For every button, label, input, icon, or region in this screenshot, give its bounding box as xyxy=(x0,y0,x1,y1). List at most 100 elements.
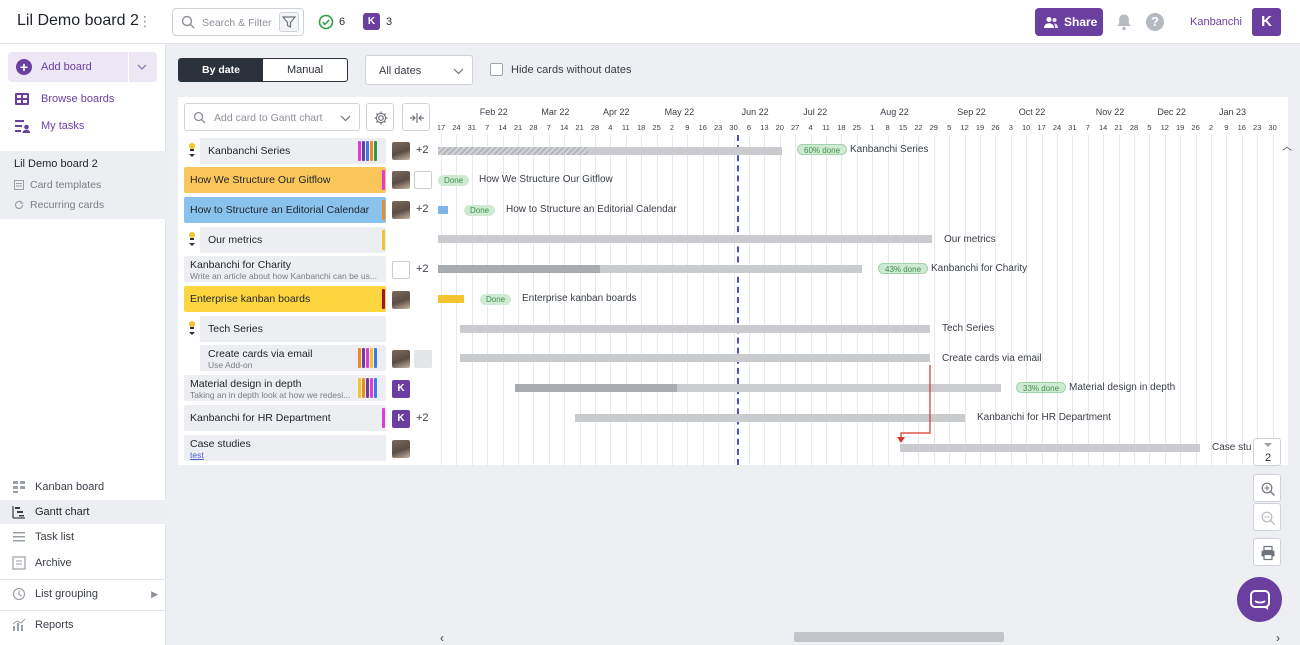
card-our-metrics[interactable]: Our metrics xyxy=(184,227,386,253)
month-label: Nov 22 xyxy=(1095,107,1125,117)
day-label: 4 xyxy=(608,123,613,132)
bar-kanbanchi-charity[interactable] xyxy=(600,265,862,273)
search-filter-input[interactable]: Search & Filter xyxy=(172,8,304,36)
browse-boards-link[interactable]: Browse boards xyxy=(14,90,114,108)
add-card-input[interactable]: Add card to Gantt chart xyxy=(184,103,360,131)
account-menu[interactable]: Kanbanchi K xyxy=(1180,8,1285,36)
print-button[interactable] xyxy=(1253,538,1281,566)
nav-list-grouping[interactable]: List grouping ▶ xyxy=(0,582,166,606)
bar-hr-department[interactable] xyxy=(575,414,965,422)
avatar[interactable] xyxy=(414,171,432,189)
more-assignees[interactable]: +2 xyxy=(416,263,429,275)
avatar[interactable] xyxy=(392,291,410,309)
add-board-button[interactable]: + Add board xyxy=(8,52,157,82)
card-material-design[interactable]: Material design in depth Taking an in de… xyxy=(184,375,386,401)
share-button[interactable]: Share xyxy=(1035,8,1103,36)
row-counter[interactable]: 2 xyxy=(1253,438,1281,466)
card-editorial-calendar[interactable]: How to Structure an Editorial Calendar xyxy=(184,197,386,223)
nav-kanban-board[interactable]: Kanban board xyxy=(0,475,166,499)
collapse-button[interactable] xyxy=(402,103,430,131)
sidebar: + Add board Browse boards My tasks Lil D… xyxy=(0,44,166,645)
bell-icon[interactable] xyxy=(1116,13,1132,31)
current-board-name[interactable]: Lil Demo board 2 xyxy=(14,158,98,170)
bar-material-design[interactable] xyxy=(677,384,1001,392)
card-case-studies[interactable]: Case studies test xyxy=(184,435,386,461)
bar-enterprise-kanban[interactable] xyxy=(438,295,464,303)
more-assignees[interactable]: +2 xyxy=(416,144,429,156)
search-icon xyxy=(181,15,195,29)
nav-gantt-chart[interactable]: Gantt chart xyxy=(0,500,166,524)
bar-case-studies[interactable] xyxy=(900,444,1200,452)
bar-kanbanchi-series[interactable] xyxy=(588,147,782,155)
avatar[interactable] xyxy=(414,350,432,368)
bar-our-metrics[interactable] xyxy=(438,235,932,243)
recurring-cards-link[interactable]: Recurring cards xyxy=(14,198,104,212)
horizontal-scrollbar[interactable] xyxy=(794,632,1004,642)
board-menu-icon[interactable]: ⋮ xyxy=(138,13,152,29)
sort-mode-toggle: By date Manual xyxy=(178,58,348,82)
gantt-settings-button[interactable] xyxy=(366,103,394,131)
scroll-up-icon[interactable]: ︿ xyxy=(1282,142,1292,153)
recurring-icon xyxy=(14,200,24,210)
avatar[interactable] xyxy=(392,142,410,160)
card-title: Kanbanchi for Charity xyxy=(190,259,291,271)
card-kanbanchi-charity[interactable]: Kanbanchi for Charity Write an article a… xyxy=(184,256,386,282)
help-icon[interactable]: ? xyxy=(1146,13,1164,31)
day-label: 2 xyxy=(669,123,675,132)
dates-select[interactable]: All dates xyxy=(365,55,473,85)
grid-line xyxy=(702,135,704,465)
card-subtitle-link[interactable]: test xyxy=(190,450,204,460)
my-tasks-link[interactable]: My tasks xyxy=(14,117,84,135)
avatar[interactable] xyxy=(392,350,410,368)
chat-button[interactable] xyxy=(1237,577,1282,622)
members-stat[interactable]: K 3 xyxy=(363,13,395,31)
zoom-out-button[interactable] xyxy=(1253,503,1281,531)
card-title: Create cards via email xyxy=(208,348,313,360)
manual-option[interactable]: Manual xyxy=(286,64,324,76)
status-pill: 33% done xyxy=(1016,382,1067,393)
grid-line xyxy=(548,135,550,465)
card-enterprise-kanban[interactable]: Enterprise kanban boards xyxy=(184,286,386,312)
scroll-right-icon[interactable]: › xyxy=(1276,631,1280,645)
scroll-left-icon[interactable]: ‹ xyxy=(440,631,444,645)
zoom-in-button[interactable] xyxy=(1253,474,1281,502)
card-hr-department[interactable]: Kanbanchi for HR Department xyxy=(184,405,386,431)
chevron-down-icon[interactable] xyxy=(340,113,351,123)
filter-button[interactable] xyxy=(279,12,299,32)
bar-editorial-calendar[interactable] xyxy=(438,206,448,214)
day-label: 8 xyxy=(885,123,890,132)
done-cards-stat[interactable]: 6 xyxy=(318,13,350,31)
nav-reports[interactable]: Reports xyxy=(0,613,166,637)
more-assignees[interactable]: +2 xyxy=(416,412,429,424)
bar-tech-series[interactable] xyxy=(460,325,930,333)
card-kanbanchi-series[interactable]: Kanbanchi Series xyxy=(184,138,386,164)
bar-create-via-email[interactable] xyxy=(460,354,930,362)
hide-cards-checkbox[interactable] xyxy=(490,63,503,76)
card-gitflow[interactable]: How We Structure Our Gitflow xyxy=(184,167,386,193)
day-label: 1 xyxy=(870,123,875,132)
card-title: Enterprise kanban boards xyxy=(190,293,311,305)
nav-archive[interactable]: Archive xyxy=(0,551,166,575)
avatar[interactable] xyxy=(392,201,410,219)
avatar[interactable] xyxy=(392,440,410,458)
day-label: 29 xyxy=(929,123,938,132)
search-icon xyxy=(193,111,206,124)
avatar[interactable] xyxy=(392,261,410,279)
nav-task-list[interactable]: Task list xyxy=(0,525,166,549)
card-create-via-email[interactable]: Create cards via email Use Add-on xyxy=(200,345,386,371)
grid-line xyxy=(518,135,519,465)
day-label: 10 xyxy=(1022,123,1031,132)
card-templates-link[interactable]: Card templates xyxy=(14,178,101,192)
avatar[interactable]: K xyxy=(392,410,410,428)
board-title[interactable]: Lil Demo board 2 xyxy=(17,12,139,29)
bar-label: Create cards via email xyxy=(942,353,1042,364)
avatar[interactable]: K xyxy=(392,380,410,398)
more-assignees[interactable]: +2 xyxy=(416,203,429,215)
card-tech-series[interactable]: Tech Series xyxy=(184,316,386,342)
avatar[interactable] xyxy=(392,171,410,189)
grid-line xyxy=(887,135,889,465)
chevron-down-icon[interactable] xyxy=(136,61,148,73)
member-badge: K xyxy=(363,13,380,30)
by-date-option[interactable]: By date xyxy=(179,59,263,81)
bar-label: Kanbanchi for HR Department xyxy=(977,412,1111,423)
